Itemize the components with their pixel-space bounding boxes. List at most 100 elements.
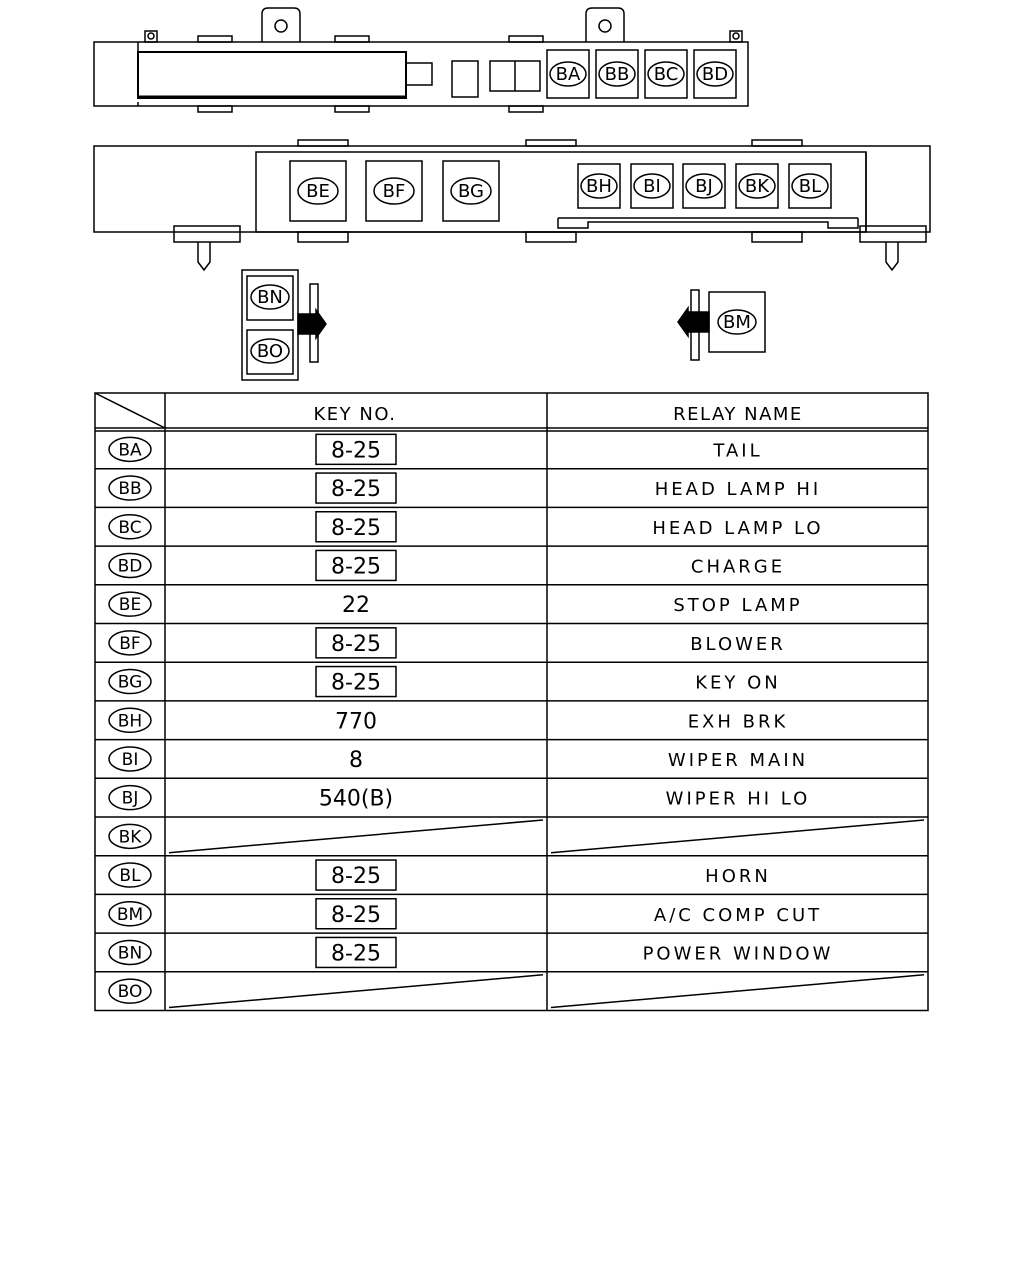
relay-label-bm: BM (717, 309, 757, 335)
relay-label-bn: BN (250, 284, 290, 310)
relay-name: POWER WINDOW (643, 943, 834, 964)
relay-code: BF (383, 181, 406, 202)
key-no: 8 (349, 748, 363, 773)
relay-name: A/C COMP CUT (654, 905, 822, 926)
relay-code: BJ (695, 176, 713, 197)
relay-label-bl: BL (108, 862, 152, 888)
relay-code: BK (745, 176, 770, 197)
header-relay-name: RELAY NAME (673, 404, 803, 425)
table-row: BO (95, 971, 928, 1009)
relay-label-bk: BK (738, 173, 776, 199)
relay-label-bh: BH (580, 173, 618, 199)
relay-label-bc: BC (647, 61, 685, 87)
key-no: 8-25 (331, 516, 381, 541)
key-no: 8-25 (331, 864, 381, 889)
relay-code: BC (654, 64, 679, 85)
lower-relay-box (93, 139, 931, 272)
relay-label-ba: BA (549, 61, 587, 87)
relay-code: BJ (122, 789, 139, 809)
relay-name: TAIL (712, 440, 762, 461)
key-no-box (315, 936, 397, 969)
relay-code: BI (122, 750, 139, 770)
header-key-no: KEY NO. (313, 404, 396, 425)
relay-label-bo: BO (250, 338, 290, 364)
relay-label-bc: BC (108, 514, 152, 540)
relay-label-bb: BB (108, 475, 152, 501)
relay-name: BLOWER (690, 634, 786, 655)
key-no: 540(B) (319, 787, 393, 812)
relay-code: BI (643, 176, 661, 197)
relay-label-bk: BK (108, 823, 152, 850)
relay-label-bj: BJ (685, 173, 723, 199)
relay-label-bg: BG (450, 177, 492, 205)
relay-label-ba: BA (108, 436, 152, 463)
key-no: 8-25 (331, 671, 381, 696)
key-no: 22 (342, 593, 370, 618)
empty-cell-slash (550, 974, 925, 1009)
table-row: BD 8-25 CHARGE (95, 545, 928, 582)
key-no-box (315, 472, 397, 504)
table-row: BM 8-25 A/C COMP CUT (95, 893, 928, 930)
relay-code: BD (702, 64, 728, 85)
relay-name: EXH BRK (688, 711, 789, 732)
relay-name: HORN (705, 866, 771, 887)
relay-code: BL (799, 176, 821, 197)
relay-code: BO (118, 982, 143, 1002)
relay-code: BF (119, 634, 140, 654)
relay-code: BB (605, 64, 630, 85)
empty-cell-slash (550, 819, 925, 854)
key-no-box (315, 511, 397, 543)
relay-label-bh: BH (108, 707, 152, 733)
relay-name: HEAD LAMP HI (655, 479, 822, 500)
relay-label-bn: BN (108, 939, 152, 966)
table-row: BF 8-25 BLOWER (95, 622, 928, 659)
relay-code: BO (257, 341, 283, 362)
relay-name: CHARGE (691, 556, 785, 577)
relay-label-bl: BL (791, 173, 829, 199)
relay-code: BL (119, 866, 141, 886)
key-no: 8-25 (331, 554, 381, 579)
relay-code: BA (556, 64, 581, 85)
relay-label-bo: BO (108, 978, 152, 1004)
relay-label-bd: BD (108, 552, 152, 579)
relay-code: BK (119, 827, 143, 847)
relay-code: BM (117, 905, 143, 925)
relay-label-bi: BI (108, 746, 152, 772)
relay-code: BC (118, 518, 141, 538)
detached-relays (241, 269, 766, 381)
empty-cell-slash (168, 974, 544, 1009)
key-no-box (315, 549, 397, 582)
relay-code: BB (118, 479, 141, 499)
relay-code: BN (257, 287, 283, 308)
relay-code: BG (458, 181, 484, 202)
table-row: BL 8-25 HORN (95, 854, 928, 891)
relay-label-bf: BF (373, 177, 415, 205)
relay-name: STOP LAMP (673, 595, 802, 616)
relay-name: KEY ON (695, 673, 781, 694)
relay-name: HEAD LAMP LO (652, 518, 823, 539)
key-no: 8-25 (331, 941, 381, 966)
key-no: 8-25 (331, 632, 381, 657)
empty-cell-slash (168, 819, 544, 854)
key-no: 8-25 (331, 903, 381, 928)
relay-code: BH (118, 711, 142, 731)
relay-code: BD (118, 556, 143, 576)
key-no: 8-25 (331, 438, 381, 463)
relay-code: BA (118, 440, 142, 460)
key-no-box (315, 859, 397, 891)
relay-label-bi: BI (633, 173, 671, 199)
table-row: BN 8-25 POWER WINDOW (95, 932, 928, 969)
relay-name: WIPER HI LO (666, 789, 811, 810)
relay-label-bd: BD (696, 61, 734, 87)
relay-code: BN (118, 943, 142, 963)
relay-label-bj: BJ (108, 784, 152, 811)
relay-label-bb: BB (598, 61, 636, 87)
